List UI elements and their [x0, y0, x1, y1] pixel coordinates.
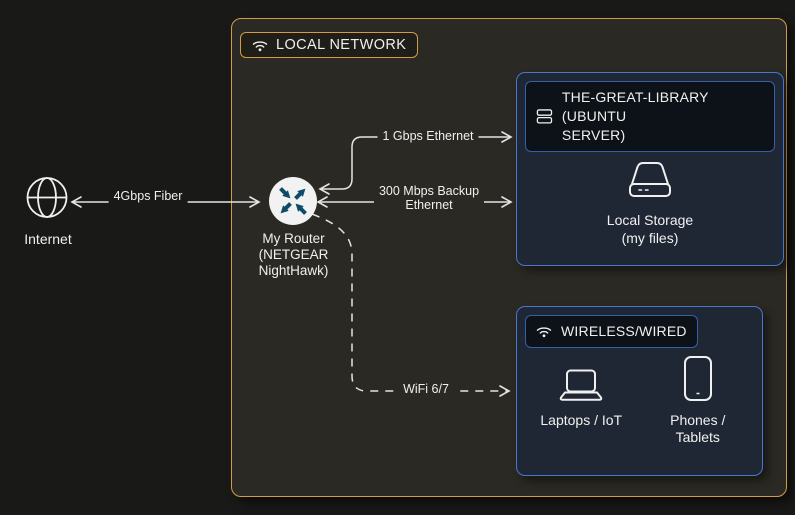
wireless-wired-title: WIRELESS/WIRED: [561, 323, 687, 339]
ethernet-primary-line: [318, 131, 513, 195]
phones-label: Phones / Tablets: [670, 412, 726, 445]
router-icon: [269, 177, 317, 225]
library-server-box: THE-GREAT-LIBRARY (UBUNTU SERVER) Local …: [516, 72, 784, 266]
edge-label-ethernet-backup: 300 Mbps Backup Ethernet: [373, 183, 485, 213]
library-server-header: THE-GREAT-LIBRARY (UBUNTU SERVER): [525, 81, 775, 152]
internet-label: Internet: [24, 231, 72, 247]
local-storage-label: Local Storage (my files): [606, 212, 694, 246]
wireless-wired-header: WIRELESS/WIRED: [525, 315, 698, 348]
wifi-line: [311, 213, 511, 397]
globe-icon: [26, 177, 68, 218]
edge-label-line: 300 Mbps Backup: [378, 184, 480, 198]
storage-disk-icon: [629, 162, 671, 197]
server-icon: [536, 109, 553, 124]
edge-label-fiber: 4Gbps Fiber: [108, 188, 188, 204]
router-label: My Router (NETGEAR NightHawk): [258, 231, 329, 278]
laptops-node: Laptops / IoT: [523, 349, 640, 446]
local-storage-node: Local Storage (my files): [517, 159, 783, 247]
laptops-label: Laptops / IoT: [540, 412, 623, 428]
edge-label-line: Ethernet: [405, 198, 453, 212]
phone-icon: [683, 356, 712, 401]
edge-label-ethernet-primary: 1 Gbps Ethernet: [377, 128, 479, 144]
library-server-title: THE-GREAT-LIBRARY (UBUNTU SERVER): [561, 89, 709, 143]
edge-label-wifi: WiFi 6/7: [398, 381, 454, 397]
wifi-icon: [252, 40, 268, 51]
local-network-title: LOCAL NETWORK: [276, 37, 407, 53]
laptop-icon: [560, 369, 603, 401]
wifi-icon: [536, 327, 552, 338]
device-row: Laptops / IoT Phones / Tablets: [523, 349, 756, 446]
wireless-wired-box: WIRELESS/WIRED Laptops / IoT: [516, 306, 763, 476]
phones-node: Phones / Tablets: [640, 349, 757, 446]
local-network-label: LOCAL NETWORK: [240, 32, 419, 58]
